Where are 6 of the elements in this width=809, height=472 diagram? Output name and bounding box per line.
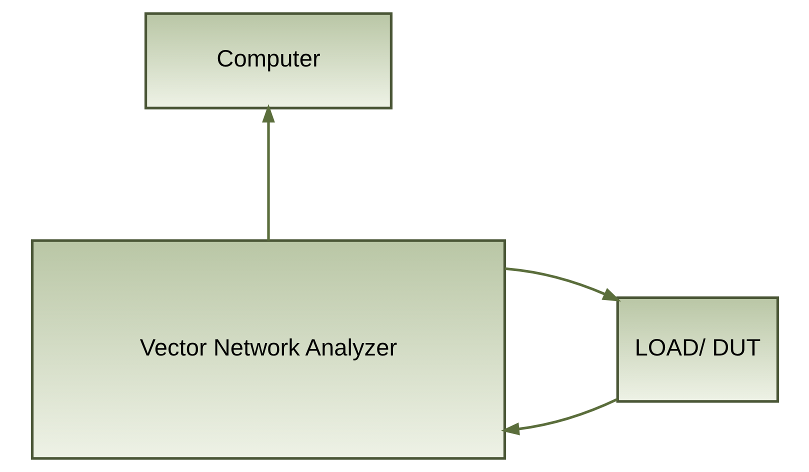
arrow — [500, 398, 618, 436]
arrow — [504, 267, 621, 302]
node-box: Computer — [144, 12, 392, 110]
node-box: LOAD/ DUT — [616, 296, 779, 403]
node-box: Vector Network Analyzer — [30, 239, 506, 460]
arrow — [262, 104, 274, 240]
